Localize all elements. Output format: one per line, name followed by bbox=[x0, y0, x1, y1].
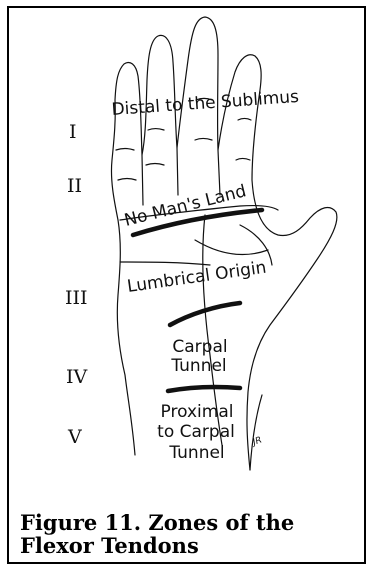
caption-line-1: Figure 11. Zones of the bbox=[20, 511, 360, 534]
hand-diagram: I II III IV V Distal to the Sublimus No … bbox=[0, 0, 376, 500]
figure-caption: Figure 11. Zones of the Flexor Tendons bbox=[20, 511, 360, 557]
zone-label-proximal-line1: Proximal bbox=[161, 402, 234, 422]
pinky-crease-2 bbox=[116, 149, 134, 151]
zone-label-carpal-tunnel-line1: Carpal bbox=[172, 337, 227, 357]
zone-label-carpal-tunnel-line2: Tunnel bbox=[170, 356, 226, 376]
finger-gap-line-2 bbox=[177, 148, 178, 195]
caption-line-2: Flexor Tendons bbox=[20, 534, 360, 557]
zone-numeral-ii: II bbox=[67, 175, 82, 197]
ring-crease-2 bbox=[146, 164, 164, 166]
zone-numeral-i: I bbox=[69, 121, 77, 143]
zone-label-proximal-line2: to Carpal bbox=[157, 422, 235, 442]
wrist-crease-right bbox=[250, 395, 262, 470]
zone-label-proximal-line3: Tunnel bbox=[168, 443, 224, 463]
middle-crease-2 bbox=[195, 139, 212, 141]
palm-crease-thenar bbox=[195, 240, 268, 255]
zone-numeral-v: V bbox=[67, 426, 82, 448]
palm-crease-proximal bbox=[120, 262, 210, 265]
zone-numeral-iii: III bbox=[65, 287, 88, 309]
pinky-crease-1 bbox=[118, 179, 136, 181]
index-crease-1 bbox=[238, 119, 251, 121]
zone-boundary-iv-v bbox=[168, 387, 240, 391]
index-crease-2 bbox=[236, 159, 250, 161]
zone-numeral-iv: IV bbox=[66, 366, 88, 388]
finger-gap-line-1 bbox=[142, 155, 143, 205]
ring-crease-1 bbox=[148, 129, 164, 131]
